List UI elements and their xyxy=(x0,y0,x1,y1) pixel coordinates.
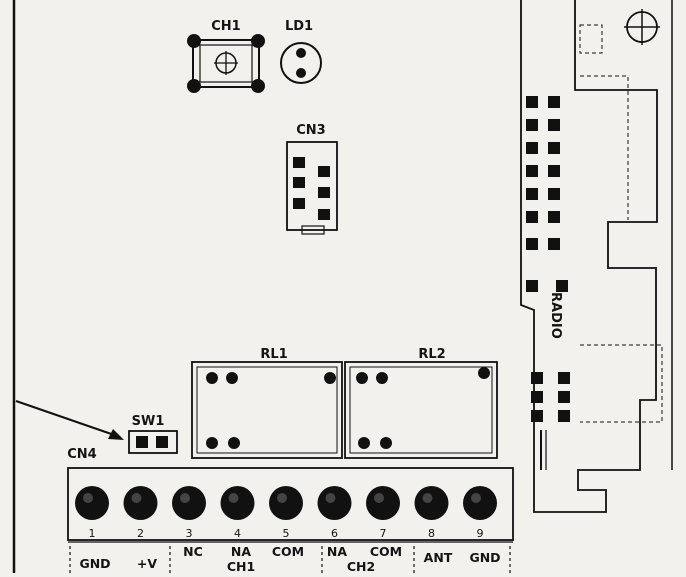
ld1-label: LD1 xyxy=(285,19,313,34)
rl2-relay xyxy=(344,361,498,459)
radio-pad xyxy=(548,238,560,250)
radio-pad xyxy=(556,280,568,292)
radio-pad xyxy=(548,165,560,177)
terminal-label-gnd-2: GND xyxy=(469,550,500,565)
rl1-relay xyxy=(191,361,343,459)
radio-pad xyxy=(548,96,560,108)
radio-pad xyxy=(526,211,538,223)
radio-pad xyxy=(548,119,560,131)
crosshair-circle-icon xyxy=(214,51,238,75)
radio-pad xyxy=(526,96,538,108)
cn4-label: CN4 xyxy=(67,447,96,462)
terminal-label-com-2: COM xyxy=(370,544,402,559)
radio-pad xyxy=(558,410,570,422)
terminal-number-6: 6 xyxy=(331,527,338,540)
radio-pad xyxy=(531,372,543,384)
radio-pad xyxy=(526,238,538,250)
terminal-number-8: 8 xyxy=(428,527,435,540)
terminal-label-nc: NC xyxy=(183,544,203,559)
cn3-connector xyxy=(286,141,338,235)
terminal-number-3: 3 xyxy=(186,527,193,540)
terminal-number-5: 5 xyxy=(283,527,290,540)
radio-pad xyxy=(526,165,538,177)
screw-terminal-8 xyxy=(414,486,449,520)
radio-pad xyxy=(526,188,538,200)
radio-pad xyxy=(558,372,570,384)
rl1-label: RL1 xyxy=(260,347,287,362)
screw-terminal-5 xyxy=(269,486,303,520)
screw-terminal-6 xyxy=(317,486,352,520)
terminal-number-4: 4 xyxy=(234,527,241,540)
cn3-label: CN3 xyxy=(296,123,325,138)
screw-terminal-1 xyxy=(75,486,109,520)
sw1-switch xyxy=(128,430,178,454)
ch1-label: CH1 xyxy=(211,19,240,34)
screw-terminal-7 xyxy=(366,486,400,520)
screw-terminal-3 xyxy=(172,486,206,520)
ld1-led xyxy=(280,42,322,84)
terminal-number-1: 1 xyxy=(89,527,96,540)
radio-label: RADIO xyxy=(548,292,563,339)
radio-pad xyxy=(526,142,538,154)
radio-pad xyxy=(531,391,543,403)
terminal-label-na-1: NA xyxy=(231,544,251,559)
radio-pad xyxy=(526,280,538,292)
radio-module xyxy=(520,0,663,513)
radio-pad xyxy=(531,410,543,422)
terminal-label-com-1: COM xyxy=(272,544,304,559)
radio-pad xyxy=(548,211,560,223)
terminal-label-na-2: NA xyxy=(327,544,347,559)
terminal-labels: GND +V NC NA CH1 COM NA CH2 COM ANT GND xyxy=(69,544,511,574)
radio-pad xyxy=(548,142,560,154)
pointer-arrow-icon xyxy=(15,400,124,440)
terminal-label-plus-v: +V xyxy=(137,556,157,571)
screw-terminal-9 xyxy=(463,486,497,520)
crosshair-circle-icon xyxy=(624,9,660,45)
sw1-label: SW1 xyxy=(132,414,165,429)
terminal-number-9: 9 xyxy=(477,527,484,540)
terminal-number-7: 7 xyxy=(380,527,387,540)
cn4-terminal-block xyxy=(67,467,514,543)
rl2-label: RL2 xyxy=(418,347,445,362)
radio-pad xyxy=(548,188,560,200)
terminal-label-ch1: CH1 xyxy=(227,559,255,573)
radio-pad xyxy=(526,119,538,131)
terminal-label-ant: ANT xyxy=(424,550,453,565)
radio-pad xyxy=(558,391,570,403)
terminal-number-2: 2 xyxy=(137,527,144,540)
terminal-label-ch2: CH2 xyxy=(347,559,375,573)
screw-terminal-4 xyxy=(220,486,255,520)
terminal-label-gnd: GND xyxy=(79,556,110,571)
screw-terminal-2 xyxy=(123,486,158,520)
ch1-switch xyxy=(187,34,265,93)
